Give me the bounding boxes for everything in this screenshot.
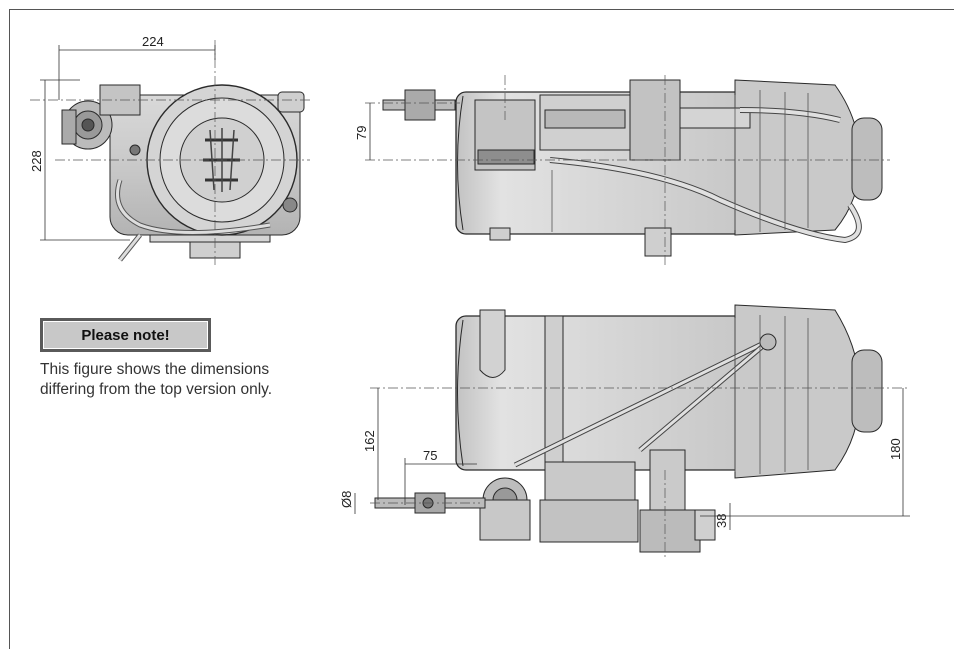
dimension-79: 79 xyxy=(354,126,369,140)
side-view xyxy=(365,75,890,268)
dimension-diameter-8: Ø8 xyxy=(339,491,354,508)
note-title: Please note! xyxy=(43,321,208,349)
dimension-224: 224 xyxy=(142,34,164,49)
note-text: This figure shows the dimensions differi… xyxy=(40,360,330,400)
dimension-162: 162 xyxy=(362,430,377,452)
note-line-1: This figure shows the dimensions xyxy=(40,361,270,378)
dimension-75: 75 xyxy=(423,448,437,463)
top-view xyxy=(354,304,910,560)
note-line-2: differing from the top version only. xyxy=(40,381,273,398)
drawing-frame xyxy=(9,9,954,649)
dimension-38: 38 xyxy=(714,514,729,528)
dimension-228: 228 xyxy=(29,150,44,172)
front-view xyxy=(30,40,310,265)
note-badge: Please note! xyxy=(40,318,211,352)
dimension-180: 180 xyxy=(888,438,903,460)
